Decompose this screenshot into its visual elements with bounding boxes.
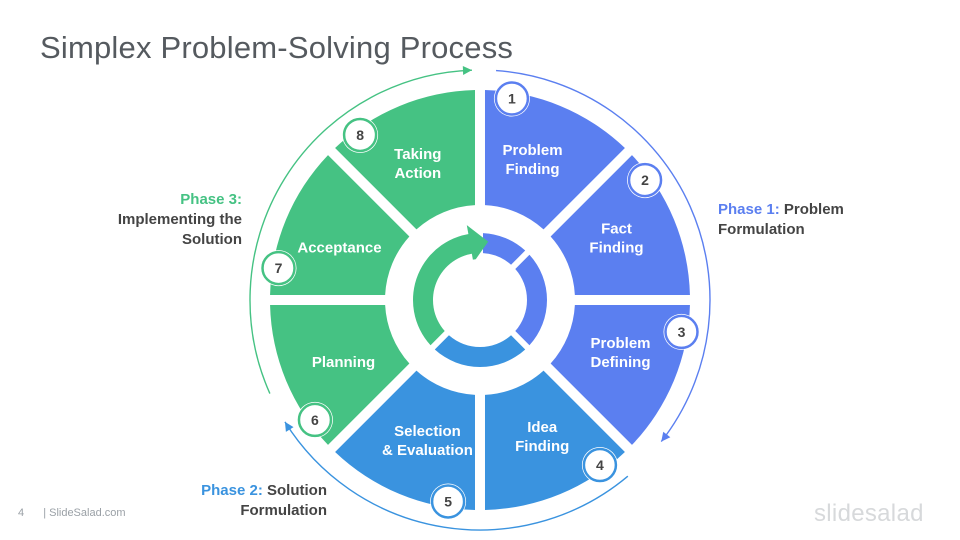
step-segment-1 (484, 90, 625, 230)
center-ring-segment-1 (482, 233, 526, 265)
center-ring-segment-2 (515, 254, 547, 346)
step-number-badges: 1 2 3 4 5 6 7 8 (260, 80, 700, 520)
step-5-badge (430, 484, 466, 519)
phase-3-label: Phase 3: Implementing the Solution (96, 190, 242, 250)
step-2-label-line-2: Finding (589, 239, 643, 256)
footer-source: | SlideSalad.com (43, 507, 126, 519)
step-4-badge (582, 447, 618, 483)
step-5-label-line-1: Selection (394, 423, 461, 440)
phase-3-line1: Implementing the (117, 211, 242, 228)
slide-title: Simplex Problem-Solving Process (40, 30, 514, 65)
phase-2-arc (284, 421, 629, 531)
step-3-label-line-1: Problem (590, 335, 650, 352)
phase-1-line2: Formulation (718, 221, 805, 238)
step-8-label-line-2: Action (394, 165, 441, 182)
step-8-number: 8 (356, 127, 364, 143)
step-1-badge (494, 81, 530, 116)
phase-arcs (249, 65, 711, 531)
step-7-badge (261, 250, 296, 286)
phase-2-arc-arrowhead (284, 421, 294, 432)
phase-2-line2: Formulation (240, 502, 327, 519)
phase-3-title: Phase 3: (180, 191, 242, 208)
step-6-label-line-1: Planning (312, 354, 375, 371)
step-6-badge (297, 402, 333, 438)
step-4-label-line-2: Finding (515, 438, 569, 455)
step-8-badge (342, 117, 378, 153)
slidesalad-logo: slidesalad (814, 500, 924, 527)
step-segment-3 (550, 304, 690, 445)
phase-1-title: Phase 1: (718, 201, 780, 218)
phase-3-arc-arrowhead (462, 65, 472, 75)
step-6-number: 6 (311, 412, 319, 428)
phase-2-title: Phase 2: (201, 482, 263, 499)
step-7-label-line-1: Acceptance (297, 239, 381, 256)
step-3-badge (664, 314, 699, 350)
step-segment-5 (335, 370, 476, 510)
step-2-badge (627, 162, 663, 198)
step-8-label-line-1: Taking (394, 146, 441, 163)
phase-3-arc (249, 69, 472, 394)
center-hole (439, 259, 521, 341)
step-4-number: 4 (596, 457, 604, 473)
page-number: 4 (18, 507, 25, 519)
center-ring (390, 210, 570, 390)
step-2-label-line-1: Fact (601, 220, 632, 237)
step-3-number: 3 (678, 324, 686, 340)
step-segment-7 (270, 155, 410, 296)
step-7-number: 7 (275, 260, 283, 276)
step-5-number: 5 (444, 493, 452, 509)
phase-2-line1: Solution (267, 482, 327, 499)
phase-1-label: Phase 1: Problem Formulation (718, 200, 844, 240)
step-1-label-line-1: Problem (503, 142, 563, 159)
cycle-arrow-icon (466, 225, 489, 263)
phase-3-line2: Solution (182, 231, 242, 248)
step-4-label-line-1: Idea (527, 419, 558, 436)
step-1-label-line-2: Finding (505, 161, 559, 178)
phase-1-arc (495, 69, 711, 443)
footer: 4 | SlideSalad.com (18, 507, 126, 519)
step-5-label-line-2: & Evaluation (382, 442, 473, 459)
phase-2-label: Phase 2: Solution Formulation (150, 481, 327, 521)
phase-1-arc-arrowhead (661, 431, 671, 442)
center-ring-segment-4 (412, 233, 478, 346)
step-3-label-line-2: Defining (591, 354, 651, 371)
center-ring-segment-3 (434, 335, 526, 367)
phase-1-line1: Problem (783, 201, 844, 218)
step-2-number: 2 (641, 172, 649, 188)
step-1-number: 1 (508, 91, 516, 107)
